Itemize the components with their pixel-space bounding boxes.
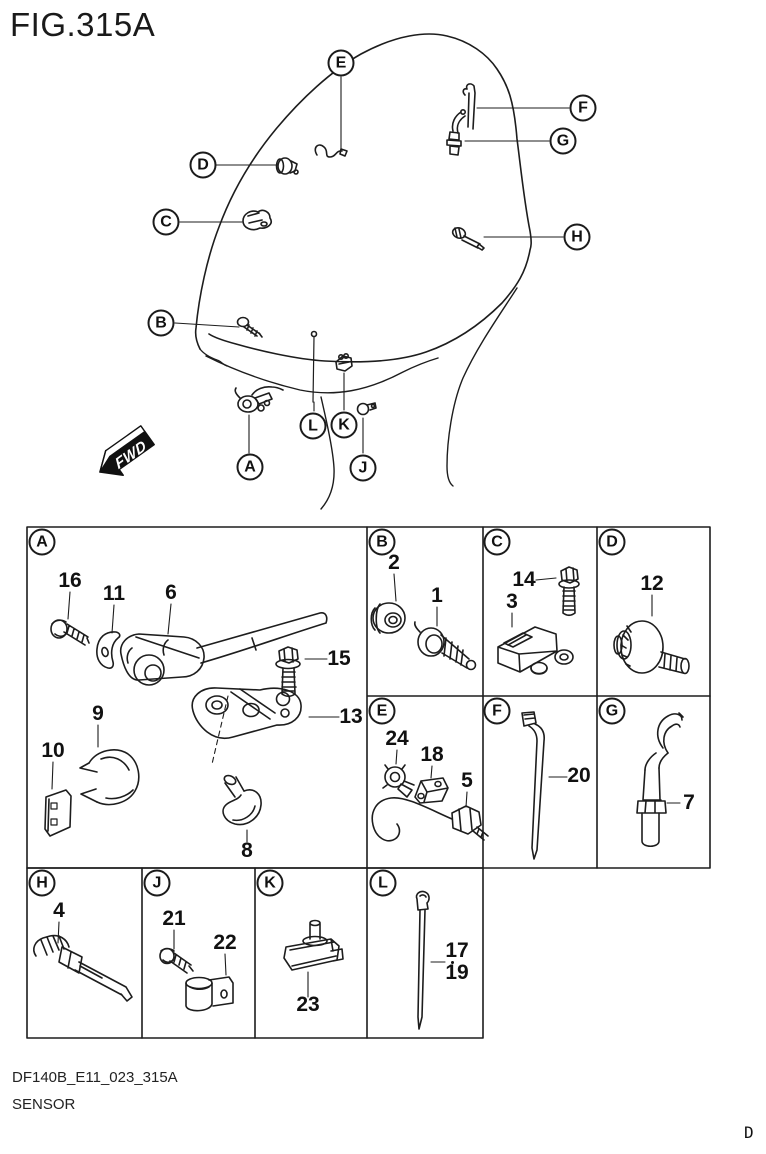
part-17-19-drawing xyxy=(415,890,430,1030)
part-1-drawing xyxy=(413,621,477,671)
part-number-16: 16 xyxy=(58,569,82,592)
part-number-10: 10 xyxy=(41,739,65,762)
figure-title: FIG.315A xyxy=(10,6,156,43)
part-18-drawing xyxy=(414,777,449,804)
callout-badge-l: L xyxy=(299,412,327,440)
part-number-6: 6 xyxy=(165,581,177,604)
clamp-glyph-j xyxy=(356,402,377,416)
part-number-1: 1 xyxy=(431,584,443,607)
part-number-18: 18 xyxy=(420,743,444,766)
panel-badge-a: A xyxy=(28,528,56,556)
part-number-7: 7 xyxy=(683,791,695,814)
callout-badge-h: H xyxy=(563,223,591,251)
panel-grid xyxy=(26,526,711,1039)
part-number-23: 23 xyxy=(296,993,320,1016)
part-22-drawing xyxy=(185,976,234,1012)
sensor-glyph-d xyxy=(275,157,299,175)
panel-badge-k: K xyxy=(256,869,284,897)
callout-leader-lines xyxy=(174,76,570,454)
part-number-8: 8 xyxy=(241,839,253,862)
part-20-drawing xyxy=(521,711,545,860)
engine-outline xyxy=(194,33,532,510)
part-6-drawing xyxy=(119,612,328,686)
part-11-drawing xyxy=(96,631,121,669)
part-13-drawing xyxy=(191,687,302,740)
antenna-line xyxy=(310,330,318,403)
callout-badge-c: C xyxy=(152,208,180,236)
panel-badge-c: C xyxy=(483,528,511,556)
part-4-drawing xyxy=(33,934,133,1002)
part-10-drawing xyxy=(44,789,72,837)
part-24-drawing xyxy=(382,764,415,798)
part-number-5: 5 xyxy=(461,769,473,792)
part-12-drawing xyxy=(613,620,690,675)
callout-badge-e: E xyxy=(327,49,355,77)
callout-badge-f: F xyxy=(569,94,597,122)
callout-badge-b: B xyxy=(147,309,175,337)
fwd-arrow xyxy=(99,425,155,476)
figure-name: SENSOR xyxy=(12,1096,76,1113)
callout-badge-j: J xyxy=(349,454,377,482)
page-marker: D xyxy=(744,1123,754,1142)
clip-glyph-k xyxy=(335,352,353,372)
part-number-9: 9 xyxy=(92,702,104,725)
part-9-drawing xyxy=(79,749,140,806)
part-number-2: 2 xyxy=(388,551,400,574)
callout-badge-a: A xyxy=(236,453,264,481)
part-number-24: 24 xyxy=(385,727,409,750)
part-number-22: 22 xyxy=(213,931,237,954)
sensor-glyph-c xyxy=(242,209,272,231)
panel-badge-f: F xyxy=(483,697,511,725)
part-number-4: 4 xyxy=(53,899,65,922)
part-number-11: 11 xyxy=(102,582,126,605)
part-23-drawing xyxy=(283,919,344,971)
part-8-drawing xyxy=(222,774,262,826)
part-2-drawing xyxy=(370,602,406,634)
part-number-3: 3 xyxy=(506,590,518,613)
panel-badge-h: H xyxy=(28,869,56,897)
panel-badge-l: L xyxy=(369,869,397,897)
part-number-13: 13 xyxy=(339,705,363,728)
panel-badge-b: B xyxy=(368,528,396,556)
sensor-glyph-a xyxy=(234,386,284,413)
part-number-separator-dot xyxy=(451,961,454,964)
part-14-drawing xyxy=(558,566,580,617)
panel-badge-g: G xyxy=(598,697,626,725)
part-number-17: 17 xyxy=(445,939,469,962)
panel-badge-d: D xyxy=(598,528,626,556)
panel-badge-e: E xyxy=(368,697,396,725)
part-number-15: 15 xyxy=(327,647,351,670)
part-leader-lines xyxy=(51,573,681,998)
sensor-glyph-g xyxy=(446,109,466,156)
part-number-14: 14 xyxy=(512,568,536,591)
drawing-code: DF140B_E11_023_315A xyxy=(12,1069,178,1086)
callout-badge-d: D xyxy=(189,151,217,179)
panel-badge-j: J xyxy=(143,869,171,897)
part-number-20: 20 xyxy=(567,764,591,787)
callout-badge-g: G xyxy=(549,127,577,155)
screw-glyph-b xyxy=(236,316,263,338)
part-number-19: 19 xyxy=(445,961,469,984)
part-21-drawing xyxy=(159,947,194,974)
part-5-drawing xyxy=(371,797,489,842)
part-number-12: 12 xyxy=(640,572,664,595)
part-16-drawing xyxy=(50,619,90,646)
part-7-drawing xyxy=(636,712,684,848)
part-3-drawing xyxy=(497,626,574,675)
callout-badge-k: K xyxy=(330,411,358,439)
wire-glyph-e xyxy=(314,144,348,158)
part-number-21: 21 xyxy=(162,907,186,930)
cable-tie-glyph-f xyxy=(462,83,476,130)
sensor-glyph-h xyxy=(451,227,485,251)
